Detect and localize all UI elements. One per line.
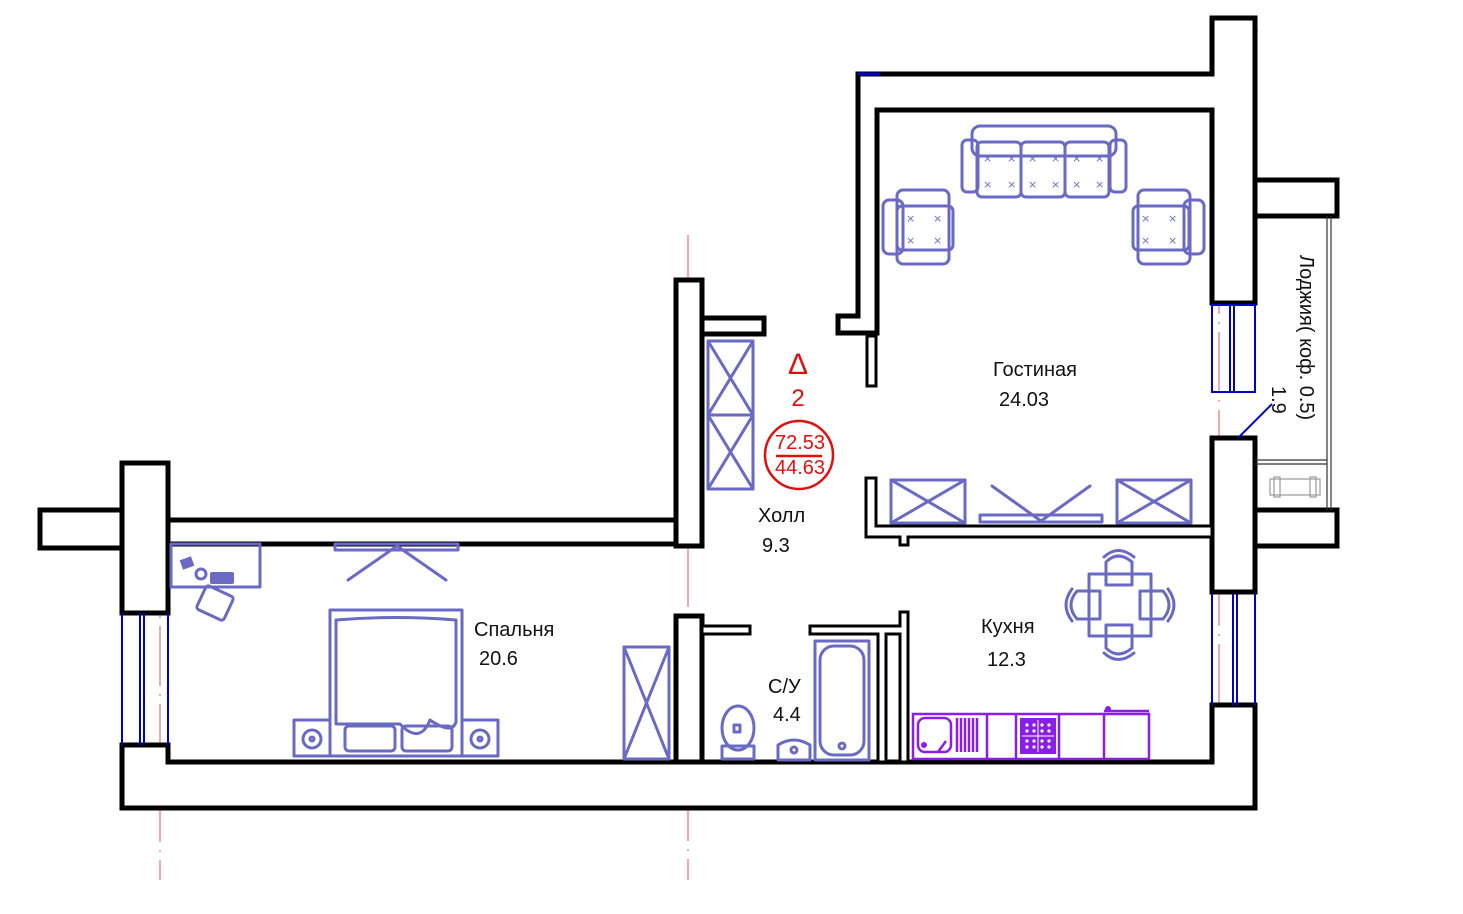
cushion-marks: × × × × × × × × × × × × × × × × × × × ×	[906, 152, 1177, 247]
kitchen-area: 12.3	[987, 649, 1026, 671]
svg-text:×: ×	[1051, 178, 1060, 191]
wall-loggia-top	[1252, 177, 1340, 219]
wall-bath-stub	[700, 624, 752, 636]
bedroom-name: Спальня	[474, 619, 554, 641]
svg-text:×: ×	[1028, 152, 1037, 165]
svg-text:×: ×	[983, 178, 992, 191]
wall-loggia-bottom	[1252, 507, 1340, 549]
loggia-area: 1.9	[1267, 386, 1289, 414]
svg-text:×: ×	[906, 212, 915, 225]
loggia: Лоджия( коф. 0.5) 1.9	[1255, 216, 1332, 510]
bathroom-area: 4.4	[773, 704, 801, 726]
wall-hall-stub	[699, 315, 767, 337]
wardrobe-living-icon	[889, 478, 1193, 525]
wall-pier-right	[1209, 435, 1258, 595]
wall-bedroom-top	[165, 517, 679, 547]
window-kitchen	[1211, 594, 1256, 705]
sofa-icon	[960, 124, 1128, 199]
wall-hall-left	[673, 277, 705, 549]
sink-icon	[776, 738, 812, 762]
loggia-leader-line	[1237, 403, 1273, 439]
loggia-label: Лоджия( коф. 0.5)	[1295, 255, 1317, 420]
svg-text:×: ×	[1168, 212, 1177, 225]
wall-stub-left	[37, 507, 125, 551]
armchair-left-icon	[881, 188, 955, 266]
svg-text:×: ×	[933, 212, 942, 225]
window-living	[1211, 304, 1256, 393]
svg-text:×: ×	[1095, 152, 1104, 165]
bathtub-icon	[813, 639, 871, 762]
windows	[121, 304, 1273, 745]
kitchen-sink-icon	[916, 716, 979, 754]
svg-text:×: ×	[1141, 212, 1150, 225]
svg-text:×: ×	[1051, 152, 1060, 165]
room-labels: Гостиная 24.03 Холл 9.3 Спальня 20.6 Кух…	[474, 359, 1077, 726]
wardrobe-hall-icon	[706, 339, 755, 491]
wall-bath-right	[808, 610, 910, 764]
living-room-name: Гостиная	[993, 359, 1077, 381]
apartment-type-symbol: Δ	[788, 348, 808, 381]
window-bedroom	[121, 613, 169, 745]
armchair-right-icon	[1131, 188, 1206, 266]
wall-living-top	[835, 15, 1258, 336]
dining-table-icon	[1064, 549, 1176, 661]
svg-text:×: ×	[1095, 178, 1104, 191]
wall-pier-left	[119, 460, 171, 616]
svg-text:×: ×	[1072, 152, 1081, 165]
desk-icon	[169, 542, 262, 589]
wall-partition	[673, 613, 705, 765]
toilet-icon	[720, 704, 756, 761]
living-room-area: 24.03	[999, 389, 1049, 411]
walls	[37, 15, 1340, 811]
svg-text:×: ×	[1168, 234, 1177, 247]
rooms-count: 2	[791, 385, 804, 412]
bathroom-name: С/У	[768, 676, 801, 698]
svg-text:×: ×	[1141, 234, 1150, 247]
radiator-icon	[1269, 476, 1321, 498]
chair-icon	[195, 584, 235, 622]
svg-text:×: ×	[1007, 178, 1016, 191]
kitchen-name: Кухня	[981, 616, 1035, 638]
svg-text:×: ×	[983, 152, 992, 165]
living-area: 44.63	[775, 457, 825, 479]
wall-kitchen-partition	[864, 476, 1214, 547]
hall-name: Холл	[758, 505, 805, 527]
tv-bedroom-icon	[333, 542, 460, 582]
bed-icon	[292, 608, 500, 758]
svg-text:×: ×	[906, 234, 915, 247]
stove-icon	[1020, 718, 1056, 754]
hall-area: 9.3	[762, 535, 790, 557]
svg-text:×: ×	[1007, 152, 1016, 165]
svg-text:×: ×	[933, 234, 942, 247]
tv-icon	[978, 484, 1104, 524]
bedroom-area: 20.6	[479, 648, 518, 670]
door-jamb	[865, 334, 878, 388]
svg-text:×: ×	[1028, 178, 1037, 191]
svg-text:×: ×	[1072, 178, 1081, 191]
kitchen-units	[911, 706, 1151, 761]
apartment-marker: Δ 2 72.53 44.63	[763, 348, 835, 491]
wardrobe-bedroom-icon	[622, 645, 671, 761]
total-area: 72.53	[775, 432, 825, 454]
